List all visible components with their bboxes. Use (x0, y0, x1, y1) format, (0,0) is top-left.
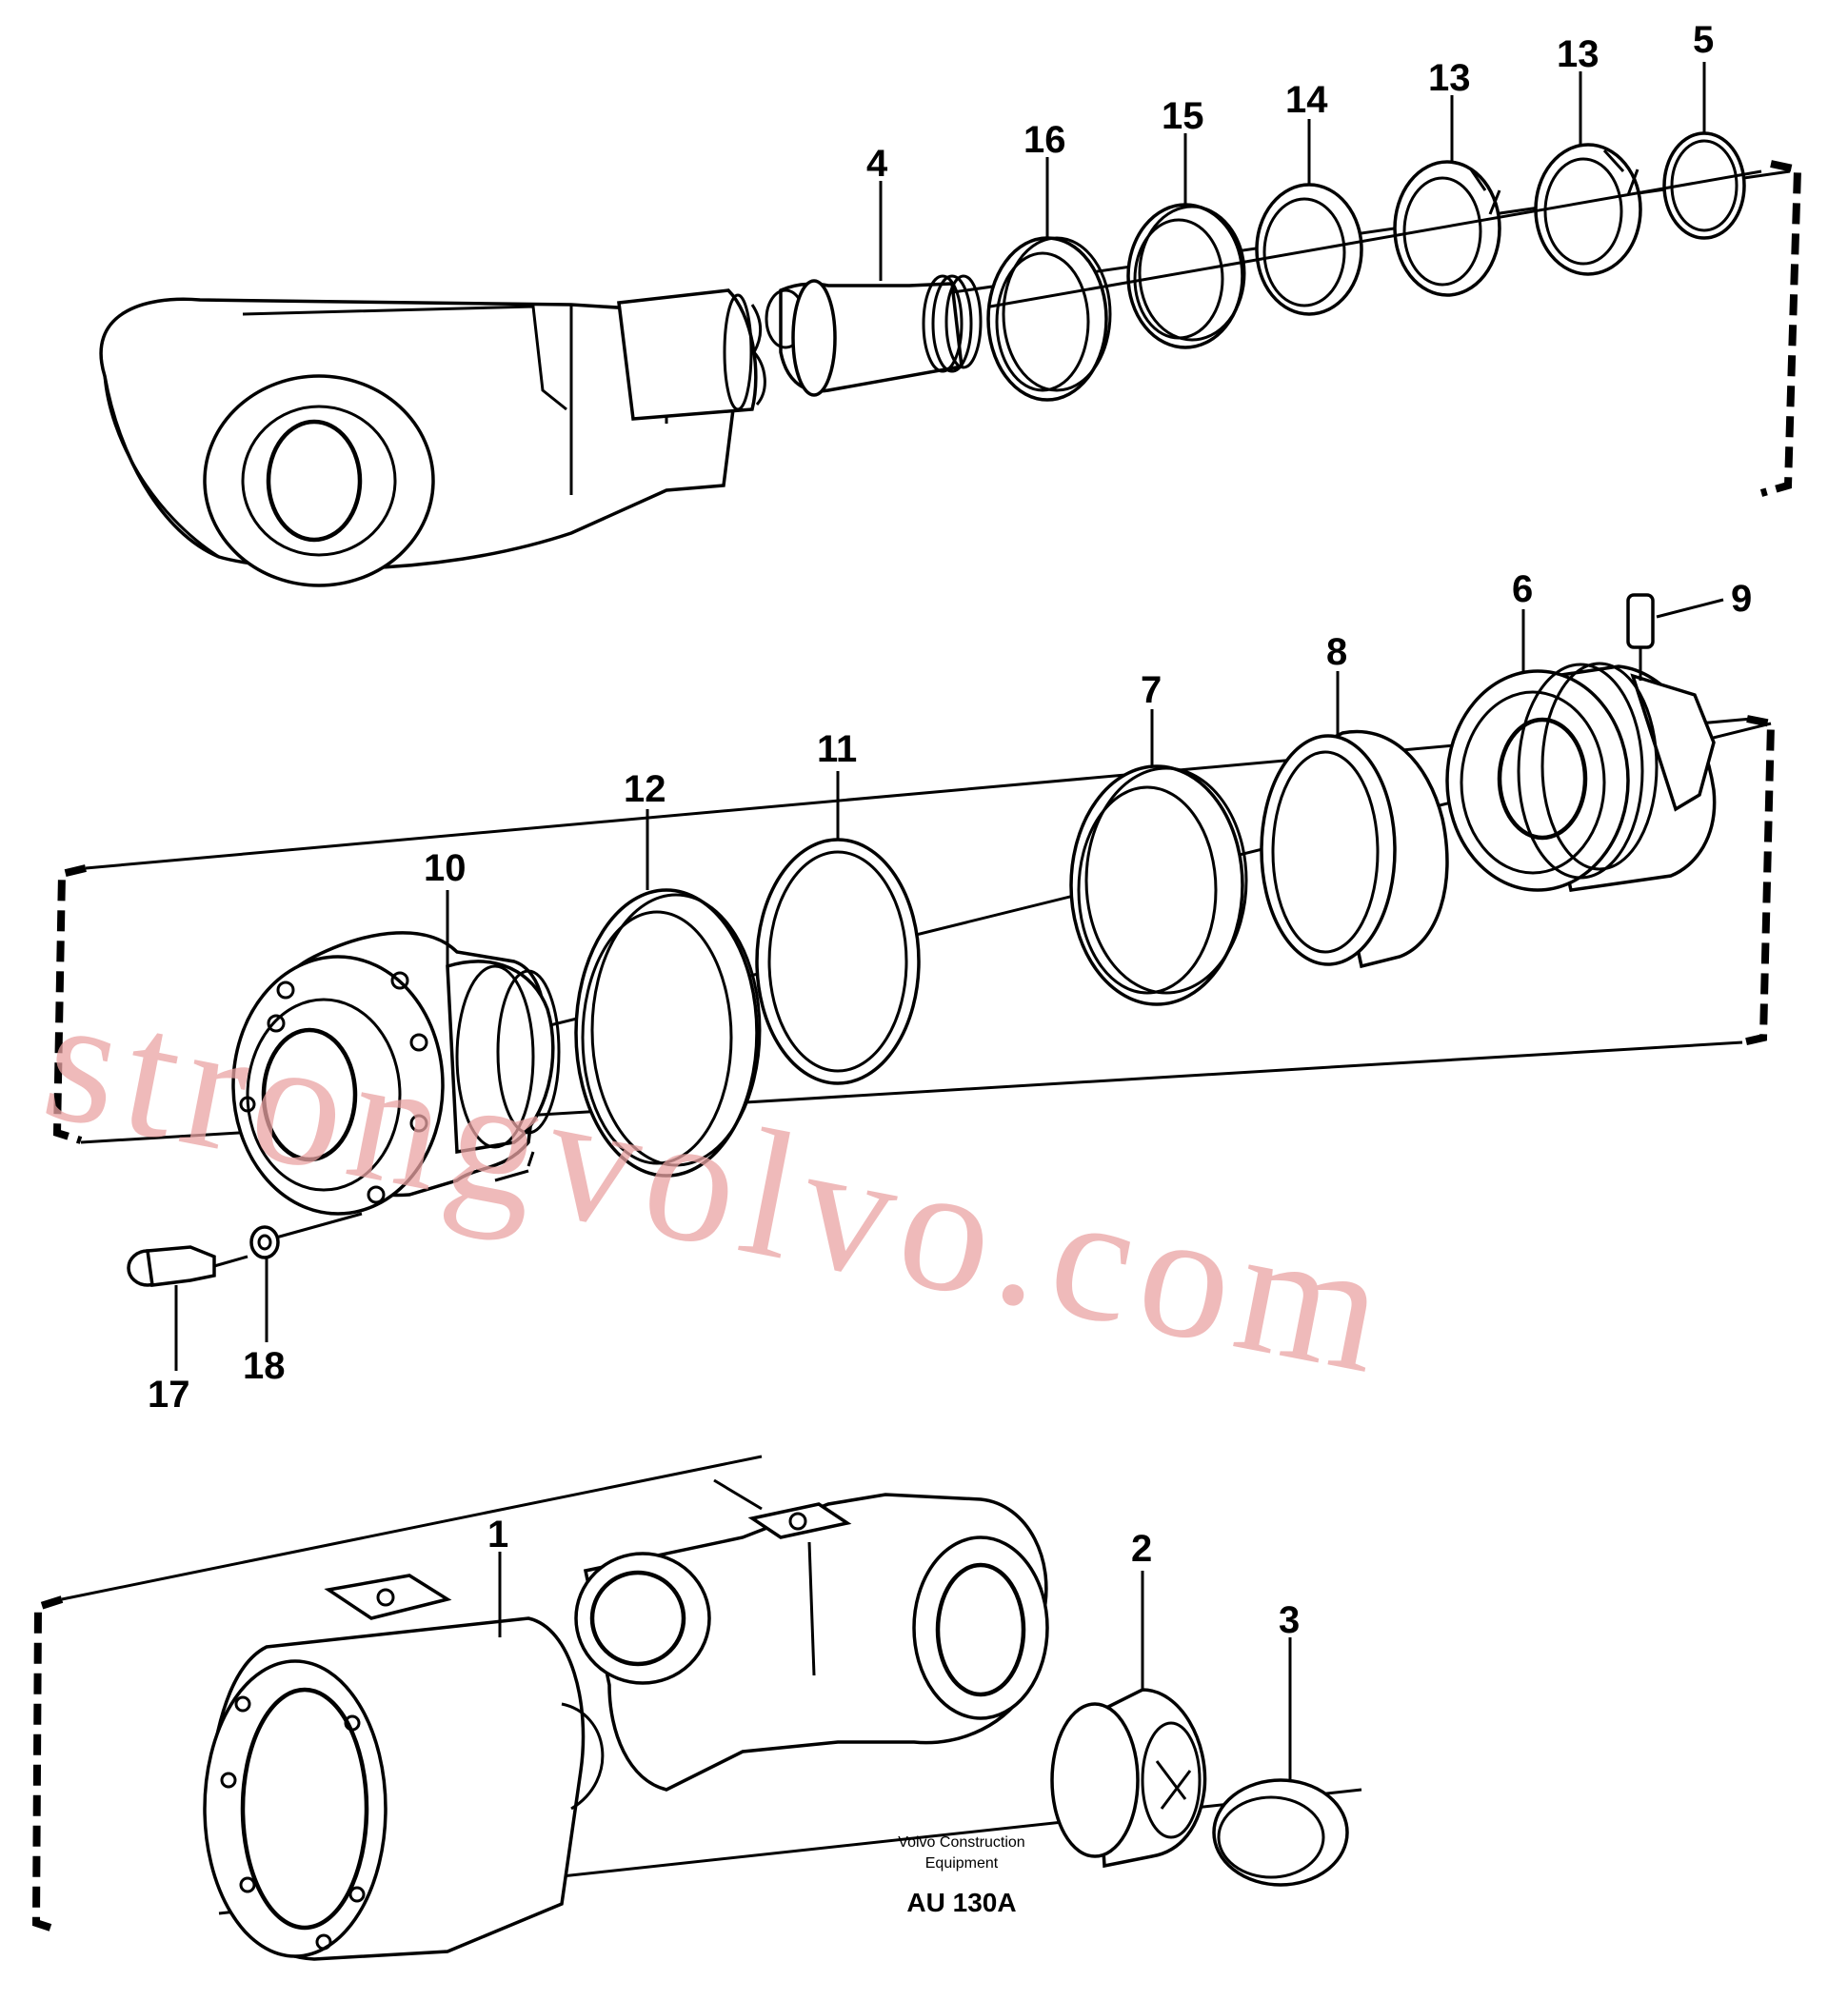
section-head-seals: 10 12 11 7 8 6 9 17 18 (52, 568, 1776, 1416)
cylinder-tube-1 (203, 1552, 605, 1961)
section-piston-rod: 4 16 15 14 13 13 5 (99, 19, 1802, 587)
rod-stem (617, 288, 766, 421)
label-1: 1 (487, 1514, 508, 1555)
piston-pin (765, 274, 983, 397)
diagram-caption: Volvo Construction Equipment AU 130A (898, 1834, 1024, 1917)
drawing-code: AU 130A (906, 1888, 1016, 1917)
label-14: 14 (1285, 79, 1328, 121)
ring-11 (755, 838, 921, 1085)
piston-6 (1445, 662, 1717, 892)
label-13a: 13 (1428, 57, 1471, 99)
ring-12 (574, 888, 762, 1178)
sleeve-8 (1260, 729, 1449, 969)
section-cylinder-tube: 1 2 3 (31, 1455, 1362, 1961)
seal-3 (1212, 1637, 1349, 1887)
rod-eye (99, 297, 735, 587)
washer-18 (249, 1212, 363, 1342)
cylinder-head-10 (231, 931, 561, 1216)
frame-rod (1759, 160, 1802, 497)
label-6: 6 (1512, 568, 1533, 610)
bushing-2 (1050, 1571, 1207, 1869)
leaders-top (879, 62, 1706, 281)
screw-17 (127, 1245, 248, 1371)
cylinder-tube-eye (574, 1478, 1049, 1792)
label-12: 12 (624, 768, 666, 810)
caption-line-2: Equipment (925, 1855, 999, 1872)
leaders-middle (446, 609, 1525, 966)
label-3: 3 (1279, 1599, 1300, 1641)
label-16: 16 (1023, 119, 1066, 161)
screw-9 (1626, 593, 1724, 681)
caption-line-1: Volvo Construction (898, 1834, 1024, 1851)
label-15: 15 (1162, 95, 1204, 137)
label-5: 5 (1693, 19, 1714, 61)
label-13b: 13 (1557, 33, 1600, 75)
label-8: 8 (1326, 631, 1347, 673)
label-18: 18 (243, 1345, 286, 1387)
frame-tube (31, 1595, 64, 1934)
ring-13b (1534, 143, 1642, 276)
frame-head (52, 864, 87, 1144)
label-4: 4 (866, 143, 888, 185)
label-7: 7 (1141, 669, 1162, 711)
ring-13a (1393, 160, 1501, 297)
frame-head-right (1738, 715, 1776, 1047)
label-10: 10 (424, 847, 467, 889)
label-11: 11 (817, 728, 857, 770)
label-2: 2 (1131, 1528, 1152, 1570)
ring-7 (1069, 764, 1248, 1006)
ring-16 (986, 236, 1112, 402)
label-17: 17 (148, 1374, 190, 1416)
ring-15 (1126, 203, 1246, 349)
label-9: 9 (1731, 578, 1752, 620)
